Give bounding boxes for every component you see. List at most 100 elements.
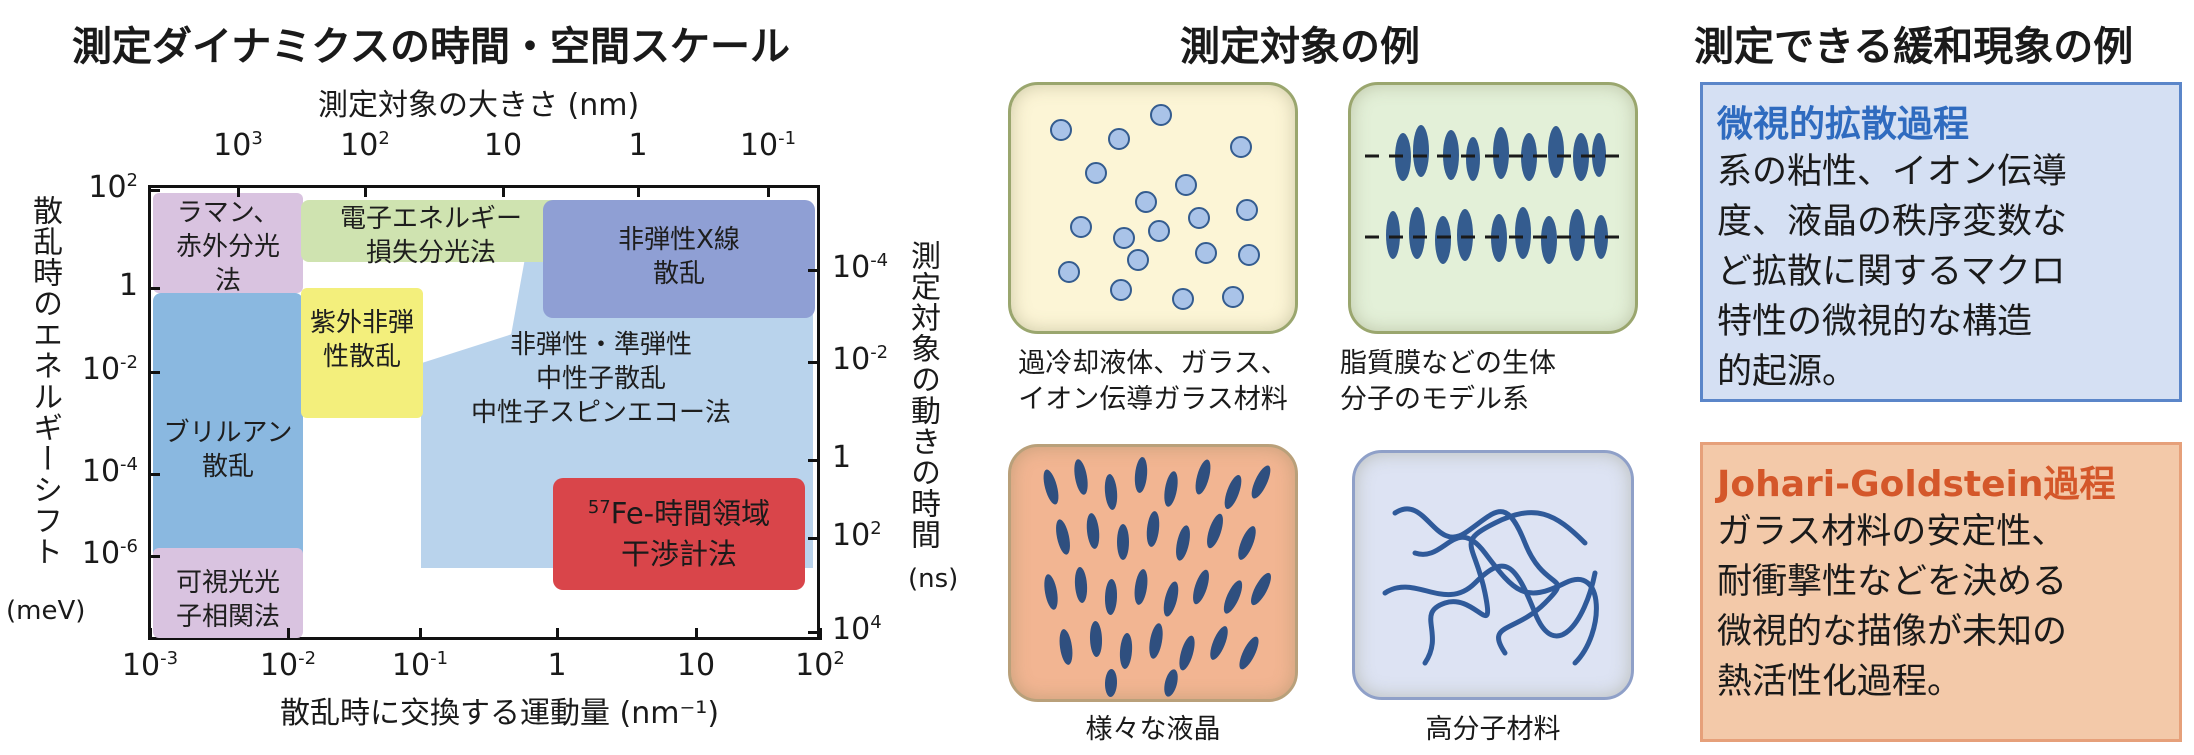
- bottom-tick-mark: [556, 628, 559, 640]
- left-tick-label-exponent: -2: [120, 352, 138, 373]
- bottom-tick-label-base: 10: [391, 648, 431, 683]
- example-caption-membrane: 脂質膜などの生体 分子のモデル系: [1340, 348, 1556, 415]
- top-tick-label-base: 10: [340, 128, 379, 163]
- bottom-tick-label-exponent: -1: [430, 648, 449, 669]
- right-tick-label-exponent: 4: [870, 612, 882, 633]
- label-brillouin: ブリルアン 散乱: [163, 418, 293, 482]
- right-tick-label-base: 1: [832, 440, 852, 475]
- left-tick-mark: [148, 287, 160, 290]
- right-tick-label: 102: [832, 518, 882, 553]
- region-ixs: [543, 200, 815, 318]
- left-tick-mark: [148, 371, 160, 374]
- bottom-tick-label: 1: [517, 648, 597, 683]
- label-uv: 紫外非弾 性散乱: [309, 308, 414, 372]
- left-axis-title: 散乱時のエネルギーシフト: [27, 195, 62, 567]
- right-section-title: 測定できる緩和現象の例: [1694, 24, 2134, 70]
- right-tick-mark: [808, 459, 820, 462]
- region-visible: [153, 548, 303, 638]
- left-tick-label-exponent: 2: [126, 170, 138, 191]
- label-raman: ラマン、 赤外分光 法: [175, 198, 280, 296]
- bottom-tick-label-base: 10: [795, 648, 834, 683]
- example-card-glass: [1008, 82, 1298, 334]
- left-tick-label-base: 10: [81, 454, 121, 489]
- right-tick-label-exponent: 2: [870, 518, 882, 539]
- label-fe-isotope: 57: [587, 497, 611, 518]
- top-tick-label-exponent: 2: [378, 128, 390, 149]
- relaxation-box-johari-goldstein: Johari-Goldstein過程 ガラス材料の安定性、 耐衝撃性などを決める…: [1700, 442, 2182, 742]
- bottom-tick-label-base: 10: [259, 648, 299, 683]
- right-tick-label-base: 10: [832, 250, 871, 285]
- bottom-tick-label-exponent: -2: [298, 648, 317, 669]
- region-raman: [153, 193, 303, 293]
- bottom-tick-label-base: 1: [547, 648, 567, 683]
- relaxation-heading-diffusion: 微視的拡散過程: [1717, 104, 1970, 145]
- example-caption-liquid-crystal: 様々な液晶: [1085, 714, 1221, 745]
- region-fe: [553, 478, 805, 590]
- polymer-chains-illustration: [1382, 506, 1599, 666]
- right-tick-label: 1: [832, 440, 851, 475]
- label-fe: 57Fe-時間領域 干渉計法: [553, 488, 805, 574]
- top-tick-label: 10: [463, 128, 543, 163]
- label-neutron: 非弾性・準弾性 中性子散乱 中性子スピンエコー法: [470, 330, 731, 428]
- left-tick-label-base: 10: [88, 170, 127, 205]
- region-brillouin: [153, 293, 303, 563]
- right-tick-label-base: 10: [832, 518, 871, 553]
- left-tick-label-base: 1: [118, 268, 138, 303]
- bottom-tick-mark: [819, 628, 822, 640]
- left-tick-label: 10-6: [48, 536, 138, 571]
- top-tick-label: 1: [598, 128, 678, 163]
- right-tick-label: 104: [832, 612, 882, 647]
- bottom-tick-label-exponent: -3: [160, 648, 179, 669]
- top-tick-label-base: 10: [739, 128, 779, 163]
- right-tick-mark: [808, 537, 820, 540]
- bottom-tick-label: 10-1: [380, 648, 460, 683]
- bottom-tick-label-base: 10: [676, 648, 716, 683]
- top-tick-label-base: 1: [628, 128, 648, 163]
- glass-particles-illustration: [1050, 104, 1260, 310]
- label-ixs: 非弾性X線 散乱: [618, 225, 740, 289]
- plot-frame: ラマン、 赤外分光 法 電子エネルギー 損失分光法 非弾性X線 散乱 紫外非弾 …: [148, 185, 820, 640]
- left-tick-label-exponent: -4: [120, 454, 138, 475]
- right-tick-label: 10-4: [832, 250, 888, 285]
- top-tick-mark: [767, 185, 770, 197]
- label-fe-main: Fe-時間領域: [610, 496, 771, 531]
- left-tick-mark: [148, 473, 160, 476]
- bottom-tick-label: 10-3: [110, 648, 190, 683]
- left-tick-label-base: 10: [81, 536, 121, 571]
- right-tick-label-base: 10: [832, 612, 871, 647]
- relaxation-body-diffusion: 系の粘性、イオン伝導 度、液晶の秩序変数な ど拡散に関するマクロ 特性の微視的な…: [1717, 152, 2068, 392]
- top-tick-label-exponent: -1: [778, 128, 797, 149]
- bottom-tick-label-exponent: 2: [833, 648, 845, 669]
- example-caption-polymer: 高分子材料: [1425, 714, 1561, 745]
- relaxation-heading-jg: Johari-Goldstein過程: [1717, 464, 2116, 505]
- example-card-membrane: [1348, 82, 1638, 334]
- top-tick-mark: [364, 185, 367, 197]
- left-tick-label: 10-4: [48, 454, 138, 489]
- bottom-tick-label: 102: [780, 648, 860, 683]
- label-fe-line2: 干渉計法: [620, 536, 737, 571]
- bottom-tick-mark: [419, 628, 422, 640]
- bottom-tick-mark: [287, 628, 290, 640]
- top-tick-label: 103: [198, 128, 278, 163]
- right-axis-title: 測定対象の動きの時間: [905, 240, 940, 550]
- right-tick-label-exponent: -4: [870, 250, 889, 271]
- right-axis-unit: (ns): [908, 564, 959, 594]
- right-tick-mark: [808, 361, 820, 364]
- right-tick-mark: [808, 269, 820, 272]
- top-tick-label-base: 10: [213, 128, 252, 163]
- top-axis-title: 測定対象の大きさ (nm): [318, 88, 640, 123]
- example-caption-glass: 過冷却液体、ガラス、 イオン伝導ガラス材料: [1018, 348, 1288, 415]
- left-tick-label: 102: [48, 170, 138, 205]
- left-axis-unit: (meV): [6, 596, 86, 626]
- bottom-tick-label-base: 10: [121, 648, 161, 683]
- right-tick-label-base: 10: [832, 342, 871, 377]
- top-tick-label: 10-1: [728, 128, 808, 163]
- top-tick-label-exponent: 3: [251, 128, 263, 149]
- left-tick-label-base: 10: [81, 352, 121, 387]
- left-tick-label-exponent: -6: [120, 536, 138, 557]
- top-tick-mark: [637, 185, 640, 197]
- right-tick-mark: [808, 631, 820, 634]
- left-tick-label: 1: [48, 268, 138, 303]
- example-card-polymer: [1352, 450, 1634, 700]
- region-eels: [301, 200, 561, 262]
